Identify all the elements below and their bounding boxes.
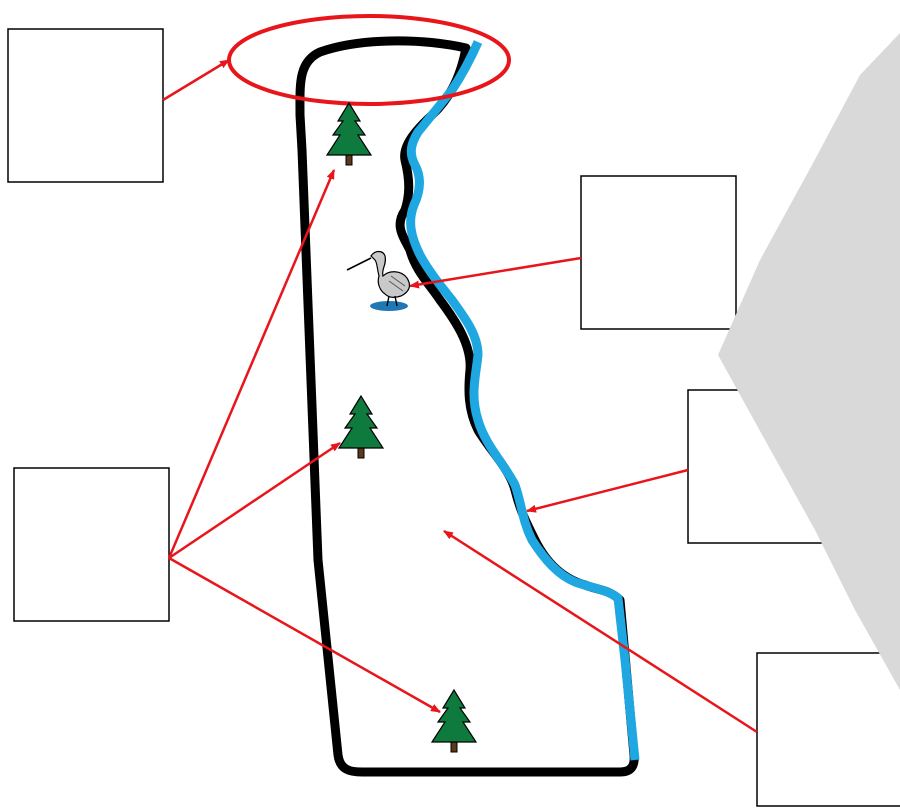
arrow-top-left-to-ellipse <box>162 58 230 102</box>
top-left-box <box>7 28 164 183</box>
pine-tree-icon <box>430 688 478 753</box>
gray-overlay <box>718 33 900 690</box>
upper-right-box <box>580 175 737 330</box>
arrow-middle-right-to-river <box>526 468 689 513</box>
pine-tree-icon <box>325 101 373 166</box>
arrow-left-to-top-tree <box>167 169 336 559</box>
arrow-lower-right-to-center <box>443 529 758 734</box>
heron-icon <box>346 250 411 311</box>
pine-tree-icon <box>337 394 385 459</box>
river-line <box>406 40 640 761</box>
lower-right-box <box>756 652 900 807</box>
arrow-upper-right-to-heron <box>409 256 582 289</box>
left-box <box>13 467 170 622</box>
arrow-left-to-mid-tree <box>168 441 341 560</box>
arrow-left-to-bottom-tree <box>168 556 441 714</box>
